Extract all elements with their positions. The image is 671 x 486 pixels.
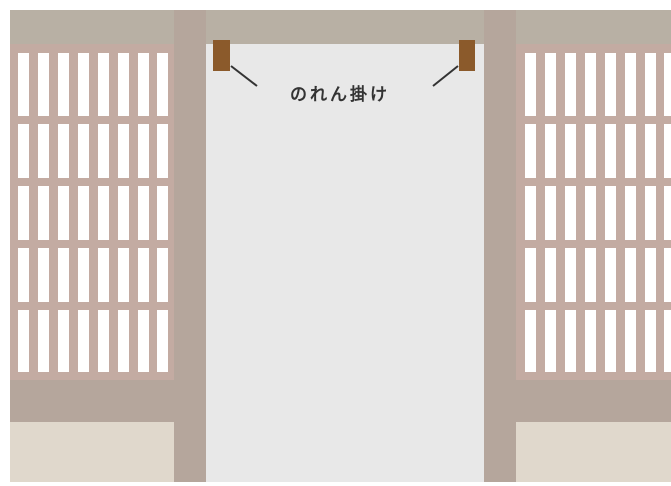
lattice-gap xyxy=(645,186,656,240)
lattice-gap xyxy=(58,248,69,302)
lattice-gap xyxy=(605,186,616,240)
right-pillar xyxy=(484,10,516,482)
lattice-gap xyxy=(157,248,168,302)
left-noren-hook xyxy=(213,40,230,71)
lattice-gap xyxy=(38,310,49,372)
left-lattice-frame xyxy=(10,44,174,380)
lattice-gap xyxy=(605,53,616,116)
lattice-gap xyxy=(157,124,168,178)
lattice-gap xyxy=(78,53,89,116)
lattice-gap xyxy=(585,310,596,372)
lattice-gap xyxy=(78,310,89,372)
lattice-gap xyxy=(664,310,671,372)
lattice-gap xyxy=(625,186,636,240)
lattice-gap xyxy=(118,124,129,178)
lattice-gap xyxy=(157,310,168,372)
lattice-gap xyxy=(525,248,536,302)
lattice-gap xyxy=(18,248,29,302)
lattice-gap xyxy=(664,248,671,302)
lattice-gap xyxy=(18,186,29,240)
noren-hanger-label: のれん掛け xyxy=(290,85,390,105)
lattice-gap xyxy=(118,186,129,240)
lattice-gap xyxy=(605,248,616,302)
lattice-gap xyxy=(157,53,168,116)
left-leader-line xyxy=(230,65,258,87)
lattice-gap xyxy=(625,310,636,372)
lattice-gap xyxy=(38,53,49,116)
lattice-gap xyxy=(565,53,576,116)
lattice-gap xyxy=(138,310,149,372)
lattice-gap xyxy=(525,310,536,372)
lattice-gap xyxy=(18,124,29,178)
right-leader-line xyxy=(432,65,459,87)
lattice-gap xyxy=(78,124,89,178)
lattice-gap xyxy=(565,186,576,240)
lattice-gap xyxy=(664,53,671,116)
lattice-gap xyxy=(525,186,536,240)
right-base-panel xyxy=(516,422,671,482)
lattice-gap xyxy=(545,186,556,240)
left-lower-band xyxy=(10,380,174,422)
lattice-gap xyxy=(118,53,129,116)
lattice-gap xyxy=(138,248,149,302)
left-base-panel xyxy=(10,422,174,482)
lattice-gap xyxy=(98,53,109,116)
lattice-gap xyxy=(585,53,596,116)
lattice-gap xyxy=(98,248,109,302)
lattice-gap xyxy=(98,124,109,178)
lattice-gap xyxy=(58,310,69,372)
lattice-gap xyxy=(585,248,596,302)
lattice-gap xyxy=(565,124,576,178)
lattice-gap xyxy=(625,248,636,302)
doorway-opening xyxy=(206,44,484,482)
lattice-gap xyxy=(565,310,576,372)
left-lattice-slats xyxy=(18,53,168,372)
lattice-gap xyxy=(58,124,69,178)
lattice-gap xyxy=(138,53,149,116)
lattice-gap xyxy=(625,53,636,116)
lattice-gap xyxy=(545,53,556,116)
lattice-gap xyxy=(118,310,129,372)
lattice-gap xyxy=(545,124,556,178)
right-lattice-slats xyxy=(525,53,671,372)
lattice-gap xyxy=(585,124,596,178)
lattice-gap xyxy=(138,124,149,178)
lattice-gap xyxy=(38,186,49,240)
lattice-gap xyxy=(98,310,109,372)
right-lower-band xyxy=(516,380,671,422)
lattice-gap xyxy=(605,124,616,178)
lattice-gap xyxy=(78,248,89,302)
lattice-gap xyxy=(664,186,671,240)
lattice-gap xyxy=(78,186,89,240)
lattice-gap xyxy=(138,186,149,240)
lattice-gap xyxy=(545,310,556,372)
lattice-gap xyxy=(58,186,69,240)
lattice-gap xyxy=(605,310,616,372)
lattice-gap xyxy=(58,53,69,116)
lattice-gap xyxy=(645,53,656,116)
lattice-gap xyxy=(525,124,536,178)
lattice-gap xyxy=(38,248,49,302)
lattice-gap xyxy=(18,53,29,116)
lattice-gap xyxy=(625,124,636,178)
lattice-gap xyxy=(118,248,129,302)
lattice-gap xyxy=(18,310,29,372)
lattice-gap xyxy=(98,186,109,240)
lattice-gap xyxy=(664,124,671,178)
lattice-gap xyxy=(645,248,656,302)
right-noren-hook xyxy=(459,40,475,71)
lattice-gap xyxy=(585,186,596,240)
lattice-gap xyxy=(157,186,168,240)
lattice-gap xyxy=(645,310,656,372)
left-pillar xyxy=(174,10,206,482)
lattice-gap xyxy=(645,124,656,178)
lattice-gap xyxy=(38,124,49,178)
lattice-gap xyxy=(545,248,556,302)
lintel-beam xyxy=(10,10,671,44)
lattice-gap xyxy=(525,53,536,116)
lattice-gap xyxy=(565,248,576,302)
